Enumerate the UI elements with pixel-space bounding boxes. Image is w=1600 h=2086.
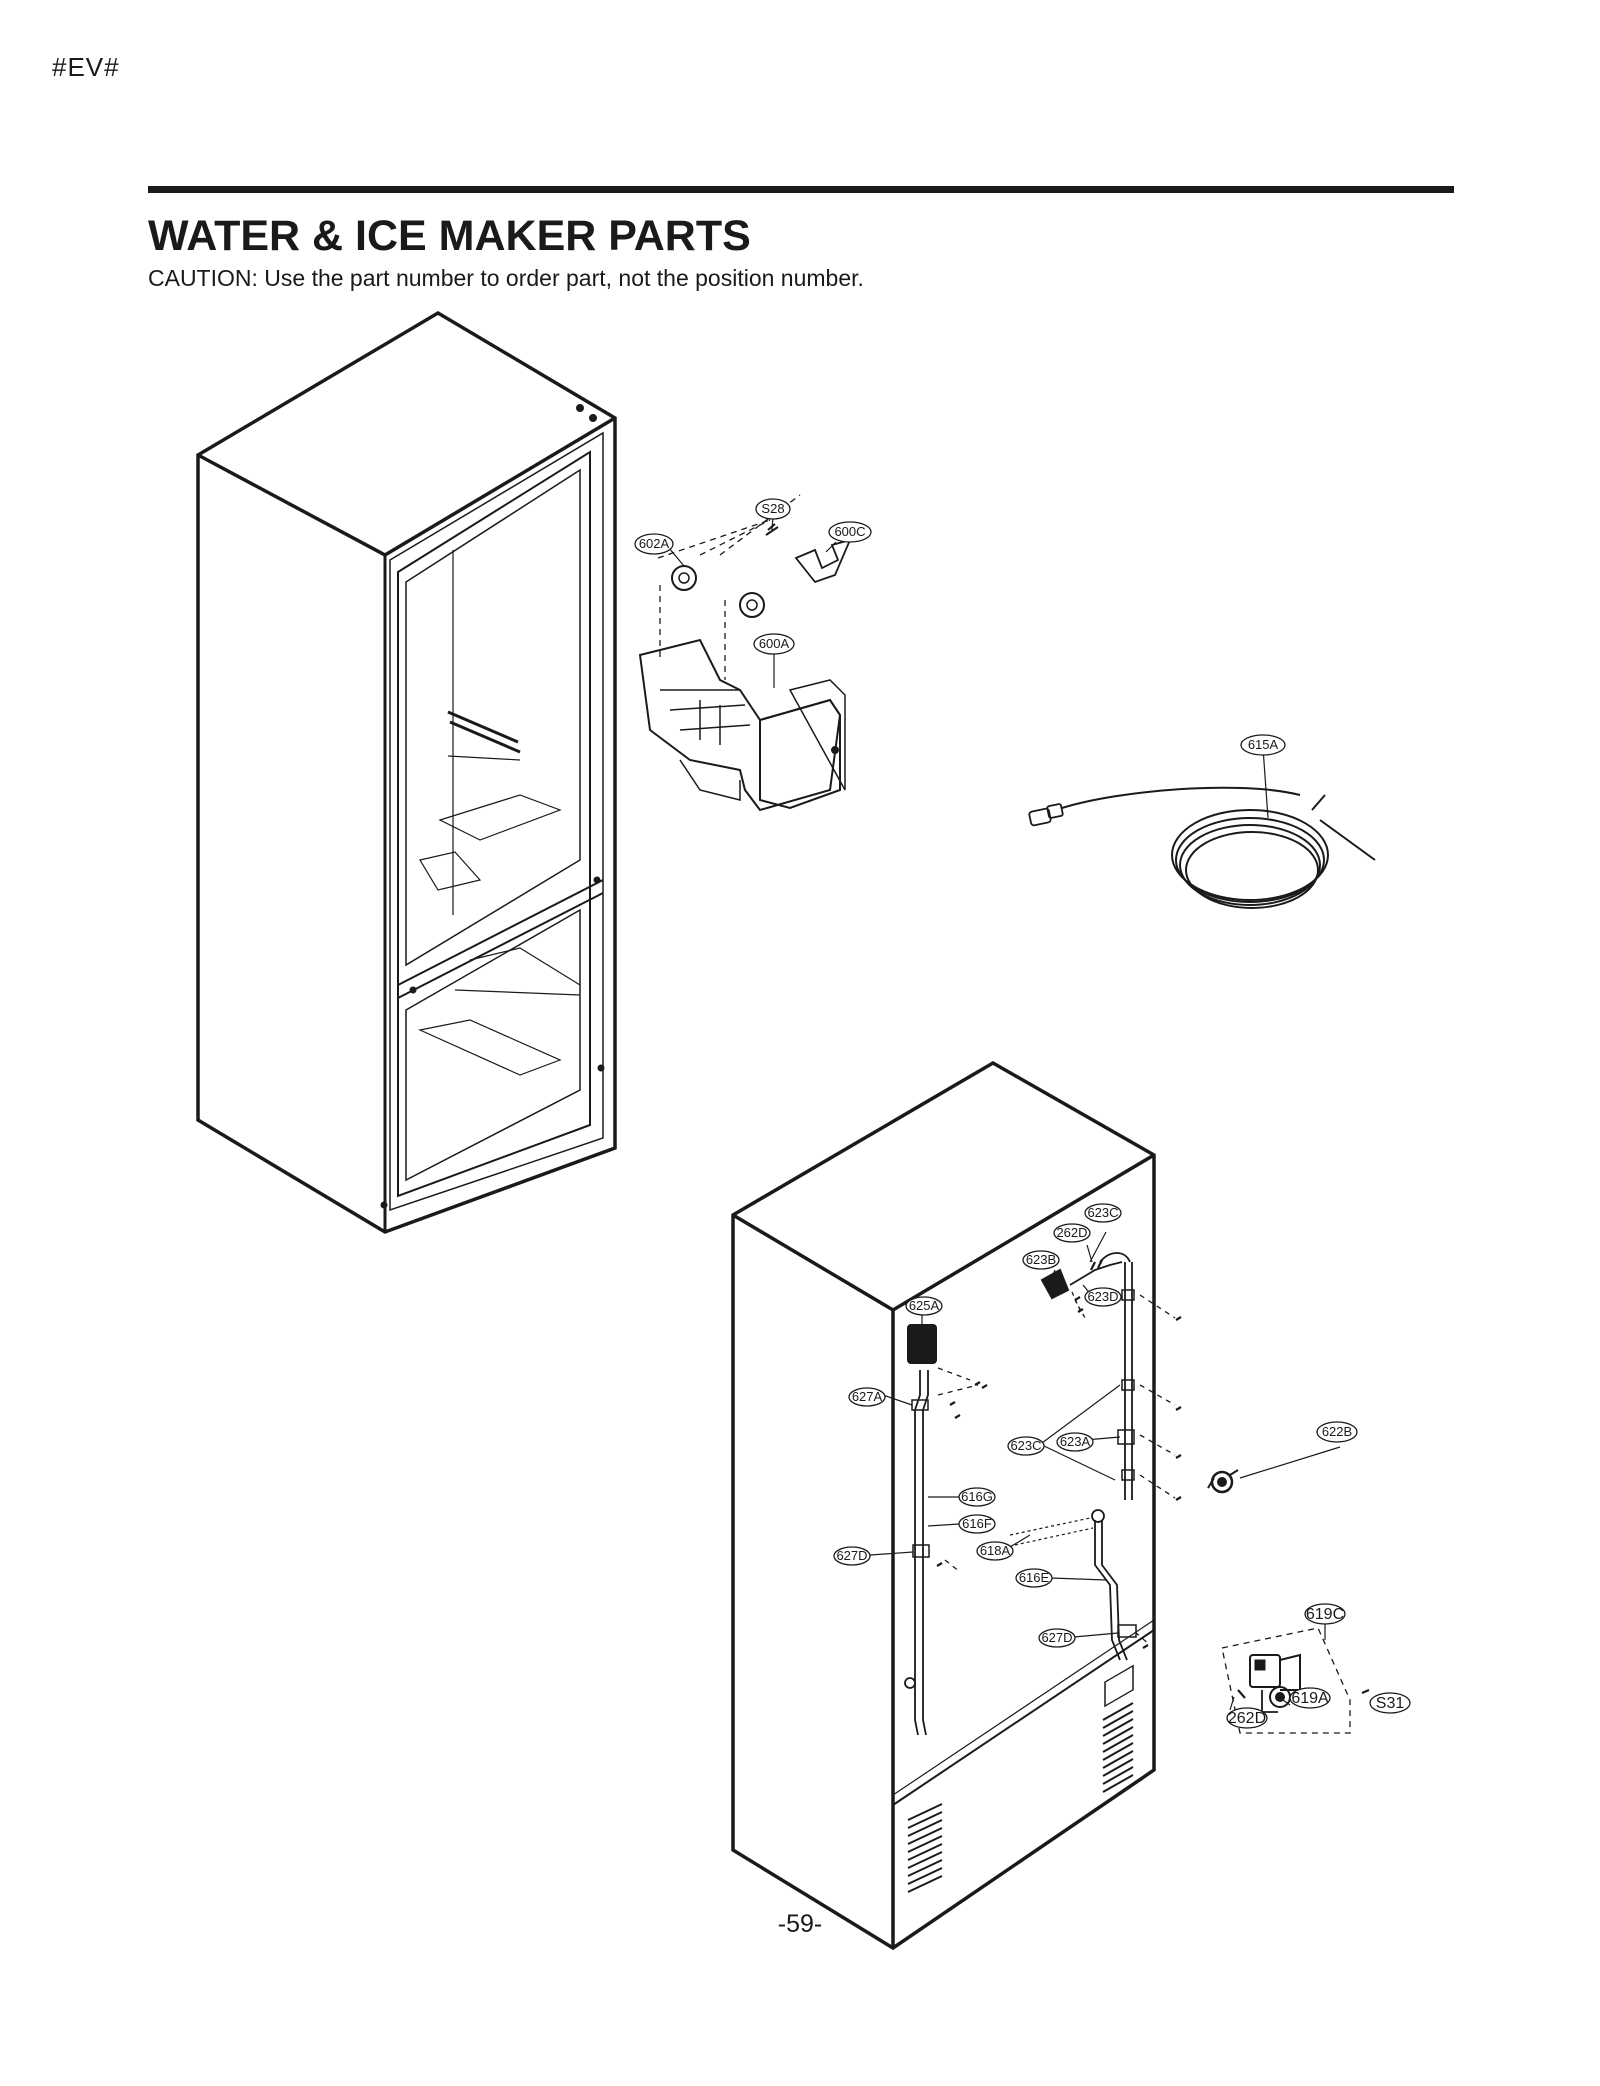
page-title: WATER & ICE MAKER PARTS xyxy=(148,212,751,260)
callout-627d-right: 627D xyxy=(1041,1630,1072,1645)
header-code: #EV# xyxy=(52,52,120,82)
callout-s28: S28 xyxy=(761,501,784,516)
callout-616f: 616F xyxy=(962,1516,992,1531)
callout-262d-bottom: 262D xyxy=(1228,1710,1266,1727)
callout-623c-top: 623C xyxy=(1087,1205,1118,1220)
callout-627d-left: 627D xyxy=(836,1548,867,1563)
callout-627a: 627A xyxy=(852,1389,883,1404)
callout-600a: 600A xyxy=(759,636,790,651)
page-number: -59- xyxy=(777,1910,823,1938)
ice-maker-assembly xyxy=(638,494,852,812)
water-tube-coil xyxy=(1028,786,1376,909)
callout-625a: 625A xyxy=(909,1298,940,1313)
callout-262d-top: 262D xyxy=(1056,1225,1087,1240)
callout-623c-mid: 623C xyxy=(1010,1438,1041,1453)
callout-622b: 622B xyxy=(1322,1424,1352,1439)
callout-615a: 615A xyxy=(1248,737,1279,752)
callout-616g: 616G xyxy=(961,1489,993,1504)
caution-note: CAUTION: Use the part number to order pa… xyxy=(148,265,864,291)
callout-623b: 623B xyxy=(1026,1252,1056,1267)
loose-part-622b xyxy=(1207,1469,1239,1494)
callout-623a: 623A xyxy=(1060,1434,1091,1449)
upper-cabinet-illustration xyxy=(196,310,617,1234)
rear-cabinet-illustration xyxy=(731,1060,1182,1951)
callout-618a: 618A xyxy=(980,1543,1011,1558)
leader-lines xyxy=(668,515,1383,1711)
callout-602a: 602A xyxy=(639,536,670,551)
callout-s31: S31 xyxy=(1376,1695,1405,1712)
callout-619c: 619C xyxy=(1306,1606,1344,1623)
title-rule xyxy=(148,186,1454,193)
callout-600c: 600C xyxy=(834,524,865,539)
callout-623d: 623D xyxy=(1087,1289,1118,1304)
callout-616e: 616E xyxy=(1019,1570,1050,1585)
callout-619a: 619A xyxy=(1291,1690,1329,1707)
